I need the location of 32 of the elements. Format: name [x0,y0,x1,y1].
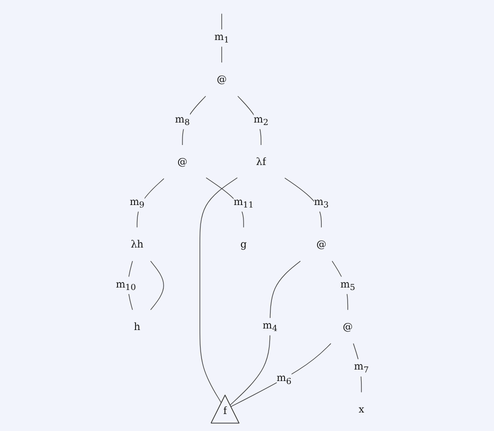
connector [284,178,322,228]
connector [331,260,348,310]
node-text: λh [130,238,143,250]
edge-label: m$_{7}$ [354,360,368,375]
edge-label: m$_{5}$ [340,278,355,292]
node-text: @ [176,156,187,168]
connector [352,343,362,393]
edge-label: m$_{1}$ [214,30,229,46]
connector [230,343,331,407]
connector [237,96,261,146]
connector [199,177,238,404]
edge-label: m$_{2}$ [253,113,268,128]
connector [229,260,300,406]
node-text: λf [256,156,266,168]
node-text: g [240,238,246,250]
node-text: h [133,320,140,332]
edge-label: m$_{8}$ [174,113,190,128]
connector [205,177,244,228]
edge-label: m$_{10}$ [115,278,136,292]
edge-label: m$_{9}$ [129,195,144,210]
connector [182,96,206,146]
connector [220,13,222,63]
node-text: @ [342,320,352,332]
connector [136,178,164,228]
edge-label: m$_{4}$ [262,319,277,334]
node-text: @ [316,238,326,250]
edge-label: m$_{11}$ [233,195,254,210]
connector [150,260,164,310]
node-text: @ [216,73,226,85]
edge-label: m$_{6}$ [276,372,291,386]
edge-label: m$_{3}$ [313,195,328,210]
node-text: x [358,402,364,415]
